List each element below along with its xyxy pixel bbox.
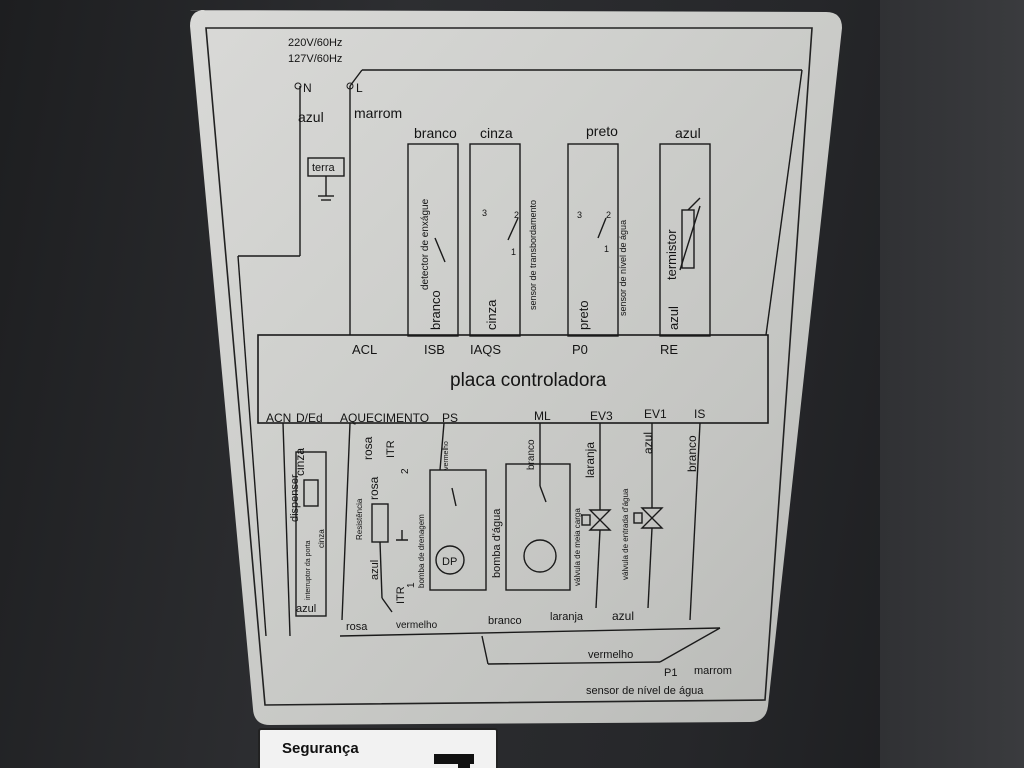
neutral-label: N [303,81,312,95]
lower-azul-3: azul [641,432,655,454]
p1-vermelho: vermelho [588,649,633,661]
lower-cinza-2: cinza [317,529,326,548]
terminal-is: IS [694,407,705,421]
controller-board-box [257,334,769,424]
vertical-cinza: cinza [484,299,499,330]
itr1-label: ITR [395,586,407,604]
thermistor-label: termistor [664,229,679,280]
bottom-azul: azul [612,609,634,623]
sticker-symbol-top [434,754,474,764]
half-load-valve-label: válvula de meia carga [573,508,582,586]
terminal-ev3: EV3 [590,409,613,423]
terminal-acn: ACN [266,411,291,425]
board-title: placa controladora [450,370,607,391]
lower-cinza-1: cinza [293,448,307,476]
terminal-re: RE [660,342,678,357]
vertical-preto: preto [576,300,591,330]
ground-label: terra [312,162,336,174]
lower-branco-1: branco [526,439,537,470]
bottom-rosa: rosa [346,621,368,633]
bottom-vermelho: vermelho [396,620,438,631]
water-level-sensor-label: sensor de nível de água [618,220,628,316]
terminal-p0: P0 [572,342,588,357]
voltage-127: 127V/60Hz [288,53,342,65]
terminal-acl: ACL [352,342,377,357]
p1-label: P1 [664,667,677,679]
lower-laranja-1: laranja [583,442,597,478]
drain-pump-label: bomba de drenagem [417,514,426,588]
itr2-number: 2 [400,468,411,474]
terminal-ev1: EV1 [644,407,667,421]
metal-plate [190,10,842,725]
wire-marrom-top: marrom [354,105,402,121]
switch-num-3b: 3 [577,210,582,220]
dp-label: DP [442,556,457,568]
lower-rosa-2: rosa [367,476,381,500]
p1-marrom: marrom [694,665,732,677]
terminal-isb: ISB [424,342,445,357]
vertical-azul: azul [666,306,681,330]
switch-num-1a: 1 [511,247,516,257]
lower-azul-2: azul [369,560,381,580]
bottom-branco: branco [488,615,522,627]
bottom-laranja: laranja [550,611,584,623]
resistance-label: Resistência [355,498,364,540]
terminal-ps: PS [442,411,458,425]
wire-azul-top: azul [298,109,324,125]
appliance-side-panel [880,0,1024,768]
lower-vermelho-1: vermelho [443,441,450,470]
top-color-branco: branco [414,125,457,141]
safety-sticker: Segurança [258,728,498,768]
terminal-aquecimento: AQUECIMENTO [340,411,429,425]
lower-azul-1: azul [296,603,316,615]
top-color-cinza: cinza [480,125,513,141]
switch-num-2a: 2 [514,210,519,220]
safety-sticker-text: Segurança [282,740,359,757]
vertical-branco: branco [428,290,443,330]
switch-num-3a: 3 [482,208,487,218]
terminal-ded: D/Ed [296,411,323,425]
plate-border [205,27,813,706]
itr2-label: ITR [385,440,397,458]
dispenser-label: dispenser [289,474,301,522]
line-label: L [356,81,363,95]
lower-branco-2: branco [685,435,699,472]
water-pump-label: bomba d'água [491,508,503,578]
terminal-ml: ML [534,409,551,423]
switch-num-1b: 1 [604,244,609,254]
lower-rosa-1: rosa [361,436,375,460]
overflow-sensor-label: sensor de transbordamento [528,200,538,310]
top-color-preto: preto [586,123,618,139]
inlet-valve-label: válvula de entrada d'água [621,488,630,580]
top-color-azul: azul [675,125,701,141]
sticker-symbol-stem [458,754,470,768]
rinse-detector-label: detector de enxágue [420,198,431,290]
switch-num-2b: 2 [606,210,611,220]
terminal-iaqs: IAQS [470,342,501,357]
p1-sensor-label: sensor de nível de água [586,685,704,697]
itr1-number: 1 [406,582,417,588]
voltage-220: 220V/60Hz [288,37,342,49]
door-switch-label: interruptor da porta [305,540,312,600]
